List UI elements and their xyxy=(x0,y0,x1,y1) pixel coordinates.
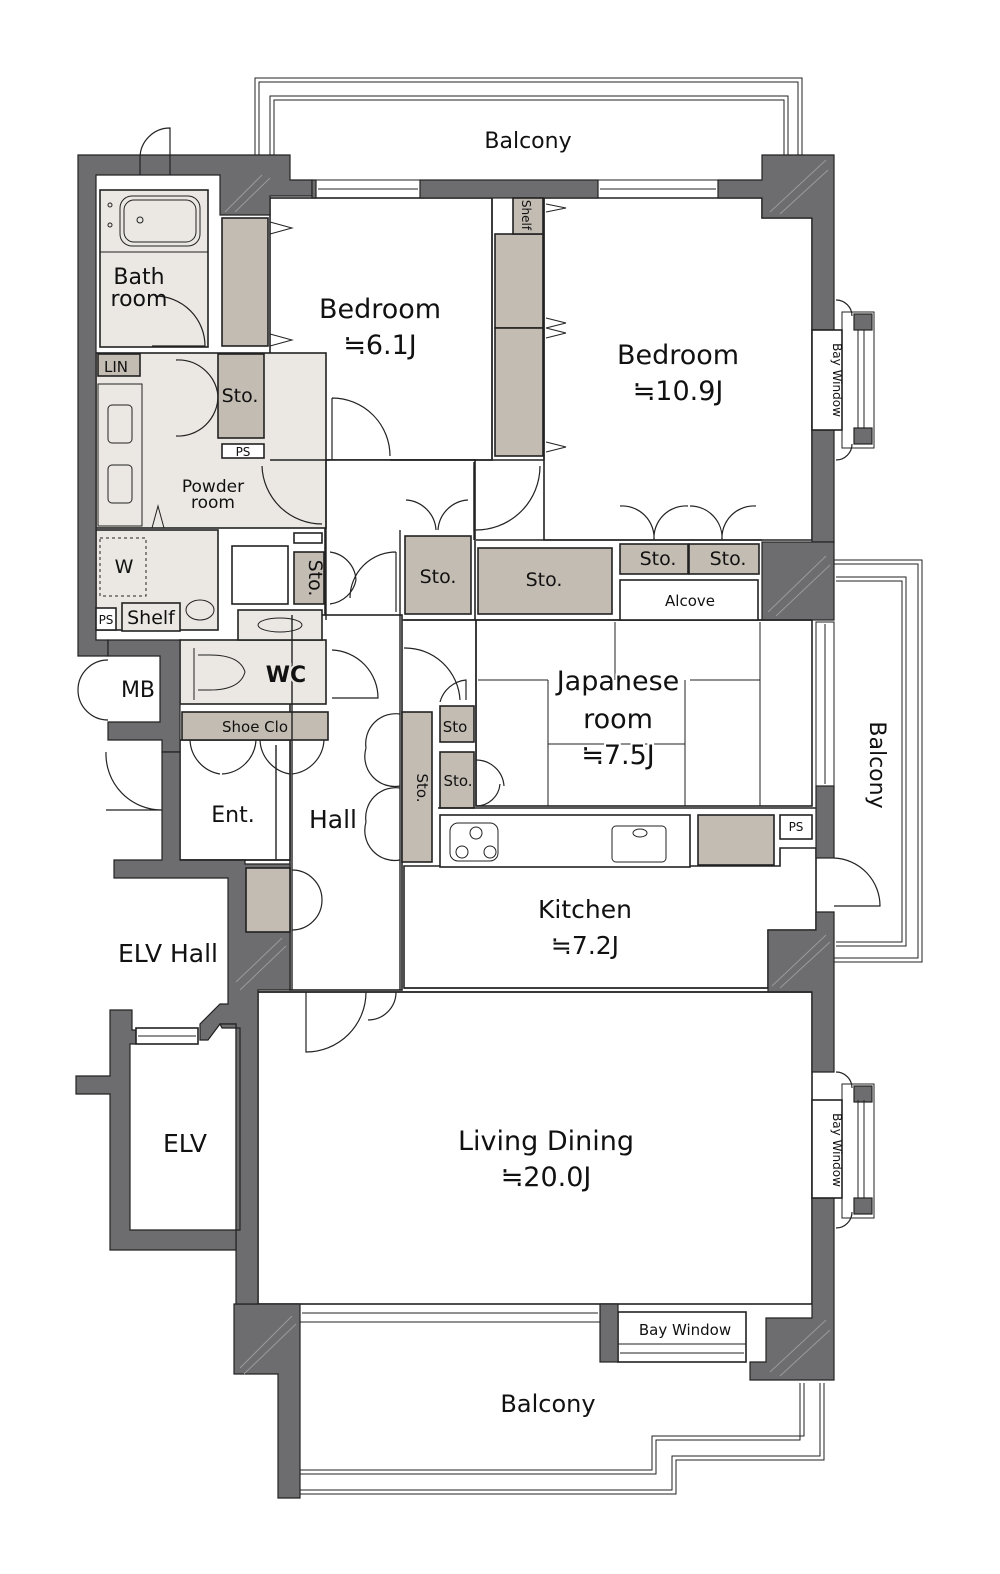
window-japanese xyxy=(815,621,835,787)
doors xyxy=(77,127,881,1053)
wc-label: WC xyxy=(266,663,306,688)
powder-room-area xyxy=(95,352,327,529)
shelf-small-label: Shelf xyxy=(519,200,533,231)
bedroom-10-label: Bedroom xyxy=(617,340,739,371)
balcony-right-outline xyxy=(834,559,923,963)
japanese-room-area xyxy=(475,619,813,807)
japanese-room-size: ≒7.5J xyxy=(581,740,655,771)
entrance-area xyxy=(179,739,291,861)
shoe-closet-label: Shoe Clo xyxy=(222,718,288,736)
storage-units xyxy=(97,197,775,933)
bay-window-bottom-area xyxy=(617,1311,747,1363)
bedroom-6-label: Bedroom xyxy=(319,294,441,325)
bath-label-2: room xyxy=(111,287,168,312)
bath-label-1: Bath xyxy=(113,265,164,290)
kitchen-size: ≒7.2J xyxy=(551,931,619,960)
living-dining-label: Living Dining xyxy=(458,1126,634,1157)
bay-window-bedroom-label: Bay Window xyxy=(830,343,844,417)
balcony-top-label: Balcony xyxy=(484,129,571,154)
sto-label-powder: Sto. xyxy=(222,385,259,407)
mb-label: MB xyxy=(121,678,155,703)
ps-label-3: PS xyxy=(789,820,804,834)
sto-label-6: Sto. xyxy=(443,772,472,790)
bay-window-bottom-label: Bay Window xyxy=(639,1321,731,1339)
washer-label: W xyxy=(115,556,134,578)
kitchen-label: Kitchen xyxy=(538,895,632,924)
sto-label-5: Sto xyxy=(443,718,468,736)
bay-window-living-right-label: Bay Window xyxy=(830,1113,844,1187)
shelf-label: Shelf xyxy=(127,607,176,629)
balcony-bottom-outline xyxy=(300,1383,825,1495)
wall-hatching xyxy=(224,159,831,1377)
japanese-room-label-1: Japanese xyxy=(555,666,680,697)
sto-label-3: Sto. xyxy=(640,548,677,570)
elv-hall-label: ELV Hall xyxy=(118,939,218,968)
balcony-right-label: Balcony xyxy=(864,721,889,808)
powder-label-1: Powder xyxy=(182,477,244,497)
sliding-arrows xyxy=(151,203,567,529)
wc-sink-counter xyxy=(237,609,323,641)
japanese-room-label-2: room xyxy=(583,704,653,735)
bedroom-10-size: ≒10.9J xyxy=(633,376,724,407)
sto-label-wc-side: Sto. xyxy=(304,560,326,597)
lin-label: LIN xyxy=(104,358,128,376)
living-dining-size: ≒20.0J xyxy=(501,1162,592,1193)
bay-window-bedroom xyxy=(811,299,875,461)
sto-label-7: Sto. xyxy=(413,773,431,802)
interior-partitions xyxy=(95,189,816,993)
entrance-label: Ent. xyxy=(211,803,254,828)
sto-label-4: Sto. xyxy=(710,548,747,570)
hall-label: Hall xyxy=(309,805,357,834)
bath-room-area xyxy=(99,189,209,348)
alcove-label: Alcove xyxy=(665,592,715,610)
bay-window-living-right xyxy=(811,1071,875,1229)
powder-label-2: room xyxy=(191,493,235,513)
sto-label-2: Sto. xyxy=(526,569,563,591)
balcony-top-outline xyxy=(254,77,803,160)
window-living-bottom xyxy=(299,1303,747,1363)
elv-label: ELV xyxy=(163,1129,207,1158)
ps-label-2: PS xyxy=(99,613,114,627)
sto-label-1: Sto. xyxy=(420,566,457,588)
windows-top xyxy=(315,179,719,199)
bedroom-6-size: ≒6.1J xyxy=(343,330,417,361)
balcony-bottom-label: Balcony xyxy=(500,1390,595,1418)
ps-label-1: PS xyxy=(236,445,251,459)
